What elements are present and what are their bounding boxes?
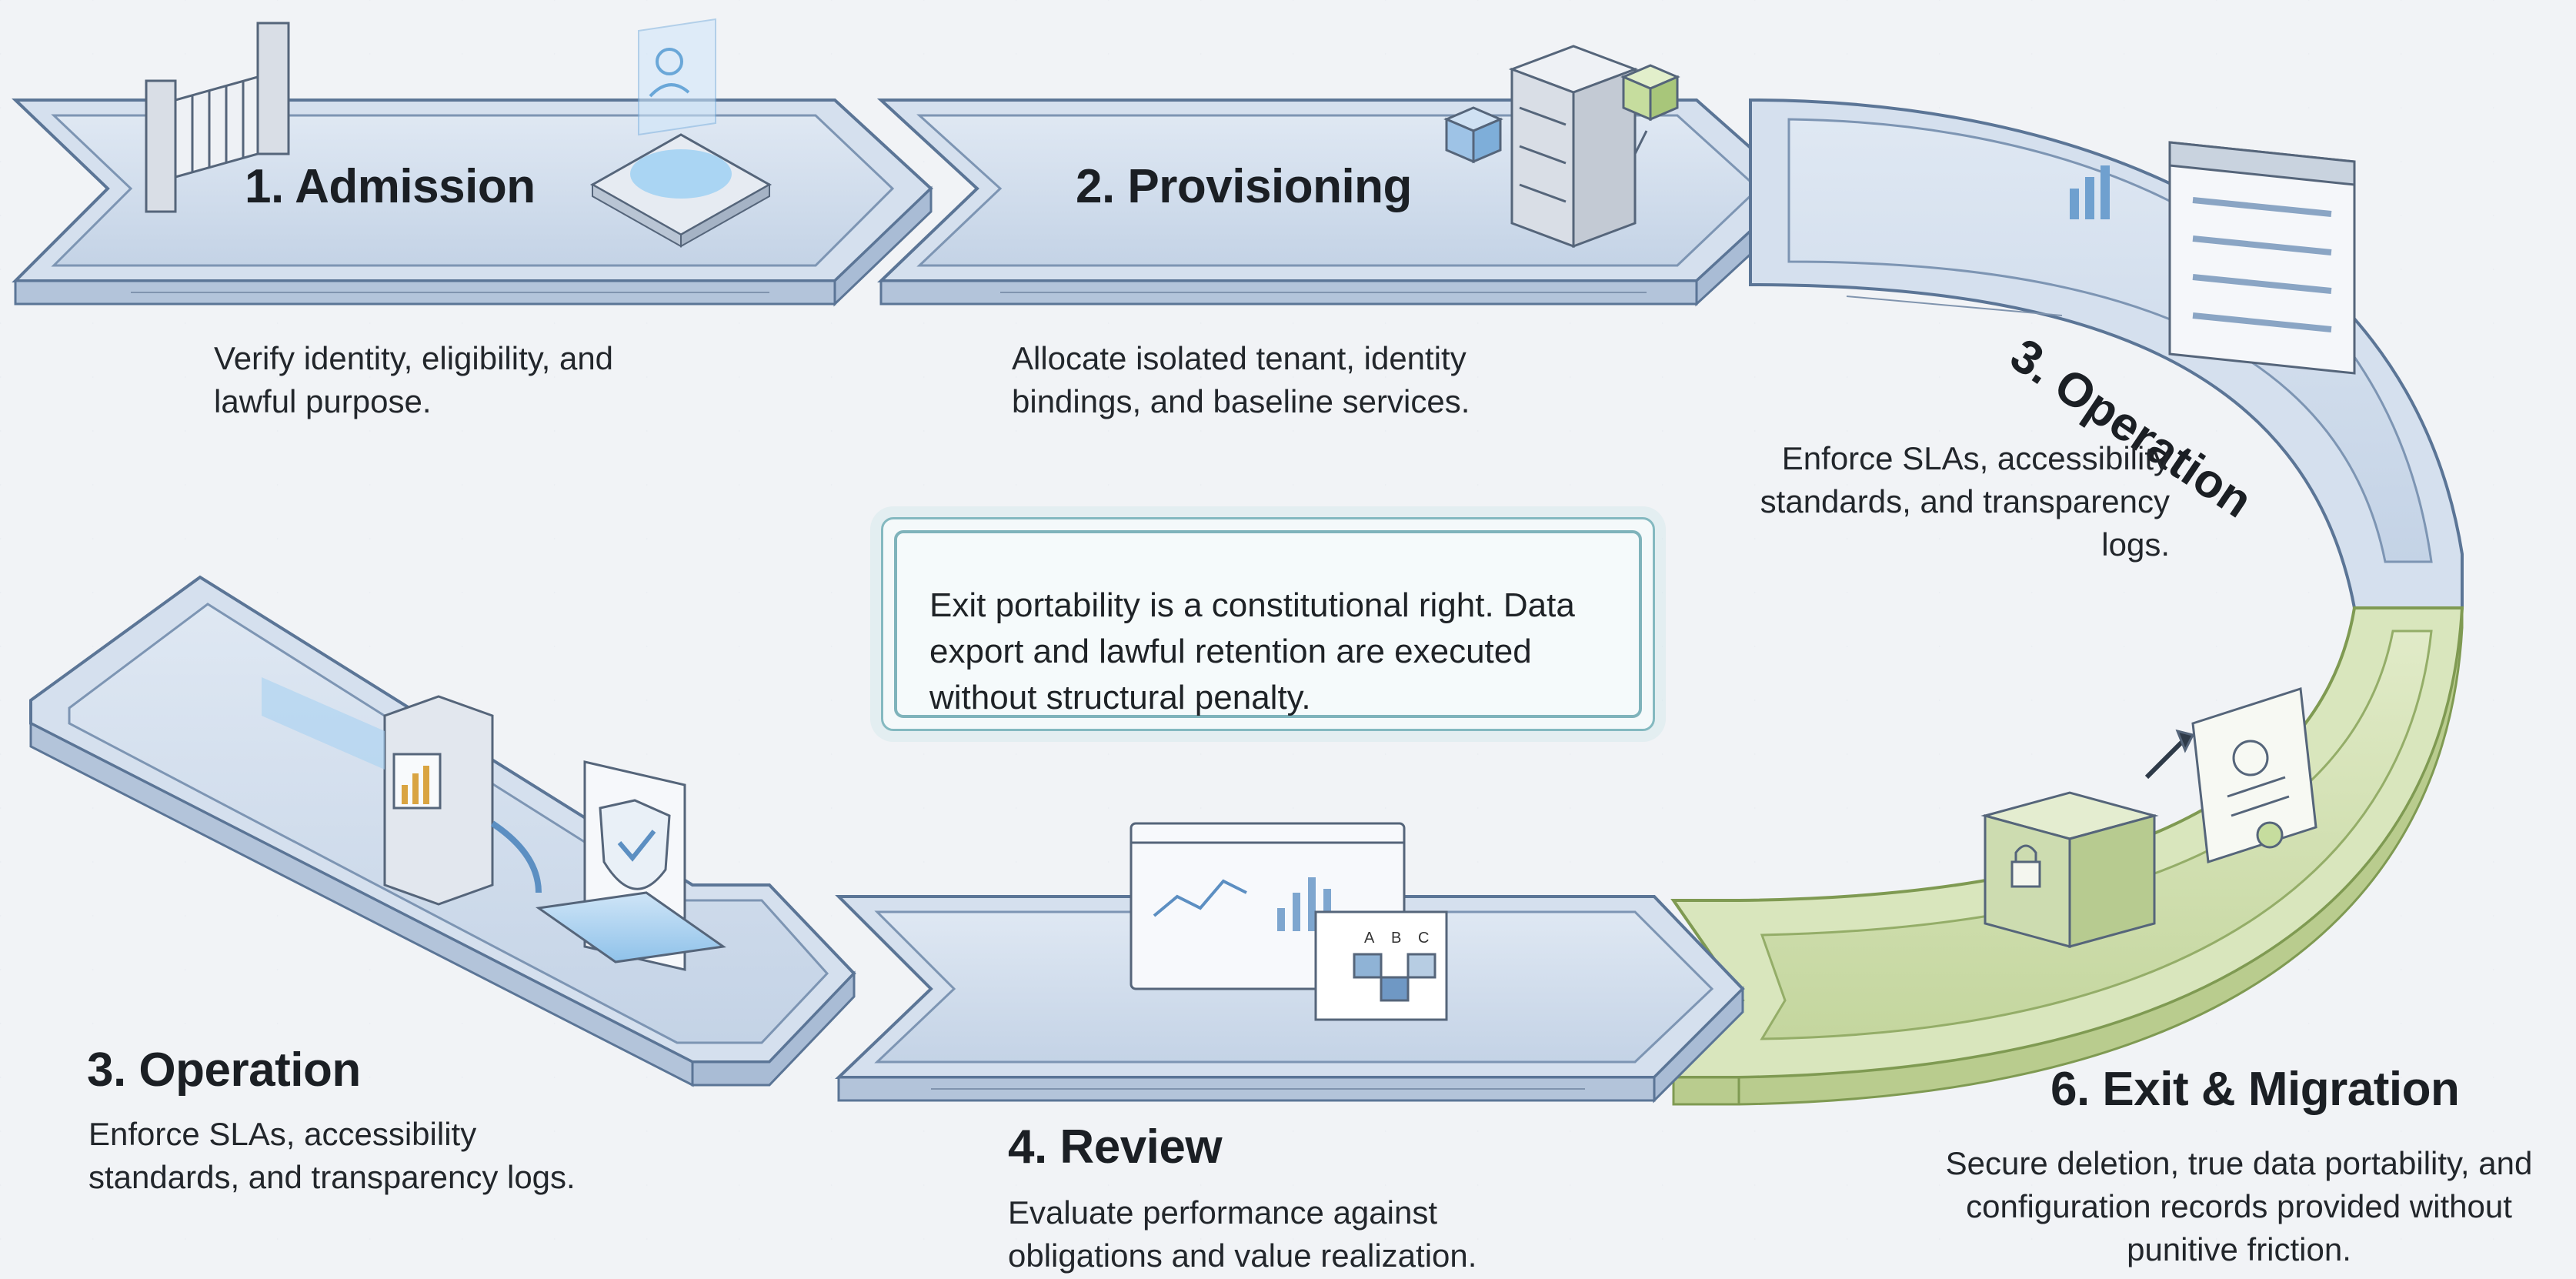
table-header-a: A	[1364, 930, 1375, 947]
server-rack-icon	[1508, 45, 1639, 249]
center-note-text: Exit portability is a constitutional rig…	[929, 586, 1575, 716]
server-panel-icon	[262, 677, 542, 906]
review-title: 4. Review	[1008, 1120, 1223, 1174]
provisioning-description: Allocate isolated tenant, identity bindi…	[1012, 340, 1470, 419]
cube-icon	[1443, 64, 1680, 164]
exit-description: Secure deletion, true data portability, …	[1945, 1145, 2533, 1267]
bar-chart-icon	[2070, 165, 2110, 219]
operation-right-description: Enforce SLAs, accessibility standards, a…	[1760, 440, 2170, 563]
gate-icon	[145, 22, 290, 213]
admission-description: Verify identity, eligibility, and lawful…	[214, 340, 614, 419]
center-note-box: Exit portability is a constitutional rig…	[881, 517, 1655, 731]
shield-check-icon	[536, 760, 726, 971]
dashboard-icon	[2168, 141, 2356, 375]
admission-title: 1. Admission	[245, 160, 536, 213]
operation-left-description: Enforce SLAs, accessibility standards, a…	[88, 1116, 576, 1195]
table-header-b: B	[1391, 930, 1401, 947]
padlock-box-icon	[1980, 791, 2159, 948]
center-note-inner	[894, 530, 1642, 718]
review-description: Evaluate performance against obligations…	[1008, 1194, 1477, 1274]
provisioning-title: 2. Provisioning	[1076, 160, 1412, 213]
data-table-icon: A B C	[1314, 910, 1448, 1021]
exit-title: 6. Exit & Migration	[2050, 1063, 2460, 1116]
identity-scanner-icon	[589, 18, 772, 248]
certificate-icon	[2144, 687, 2317, 863]
operation-left-title: 3. Operation	[87, 1044, 361, 1097]
table-header-c: C	[1418, 930, 1429, 947]
